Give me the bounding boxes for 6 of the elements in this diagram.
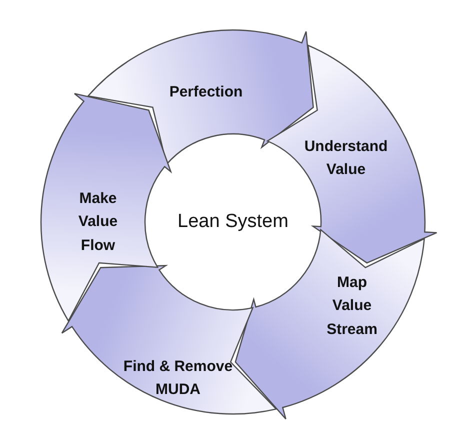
segment-label: Map Value Stream bbox=[326, 273, 378, 340]
segment-label: Perfection bbox=[168, 82, 244, 102]
center-label: Lean System bbox=[178, 211, 288, 233]
segment-label: Understand Value bbox=[303, 136, 389, 180]
segment-label: Find & Remove MUDA bbox=[122, 356, 234, 400]
segment-label: Make Value Flow bbox=[77, 189, 119, 256]
